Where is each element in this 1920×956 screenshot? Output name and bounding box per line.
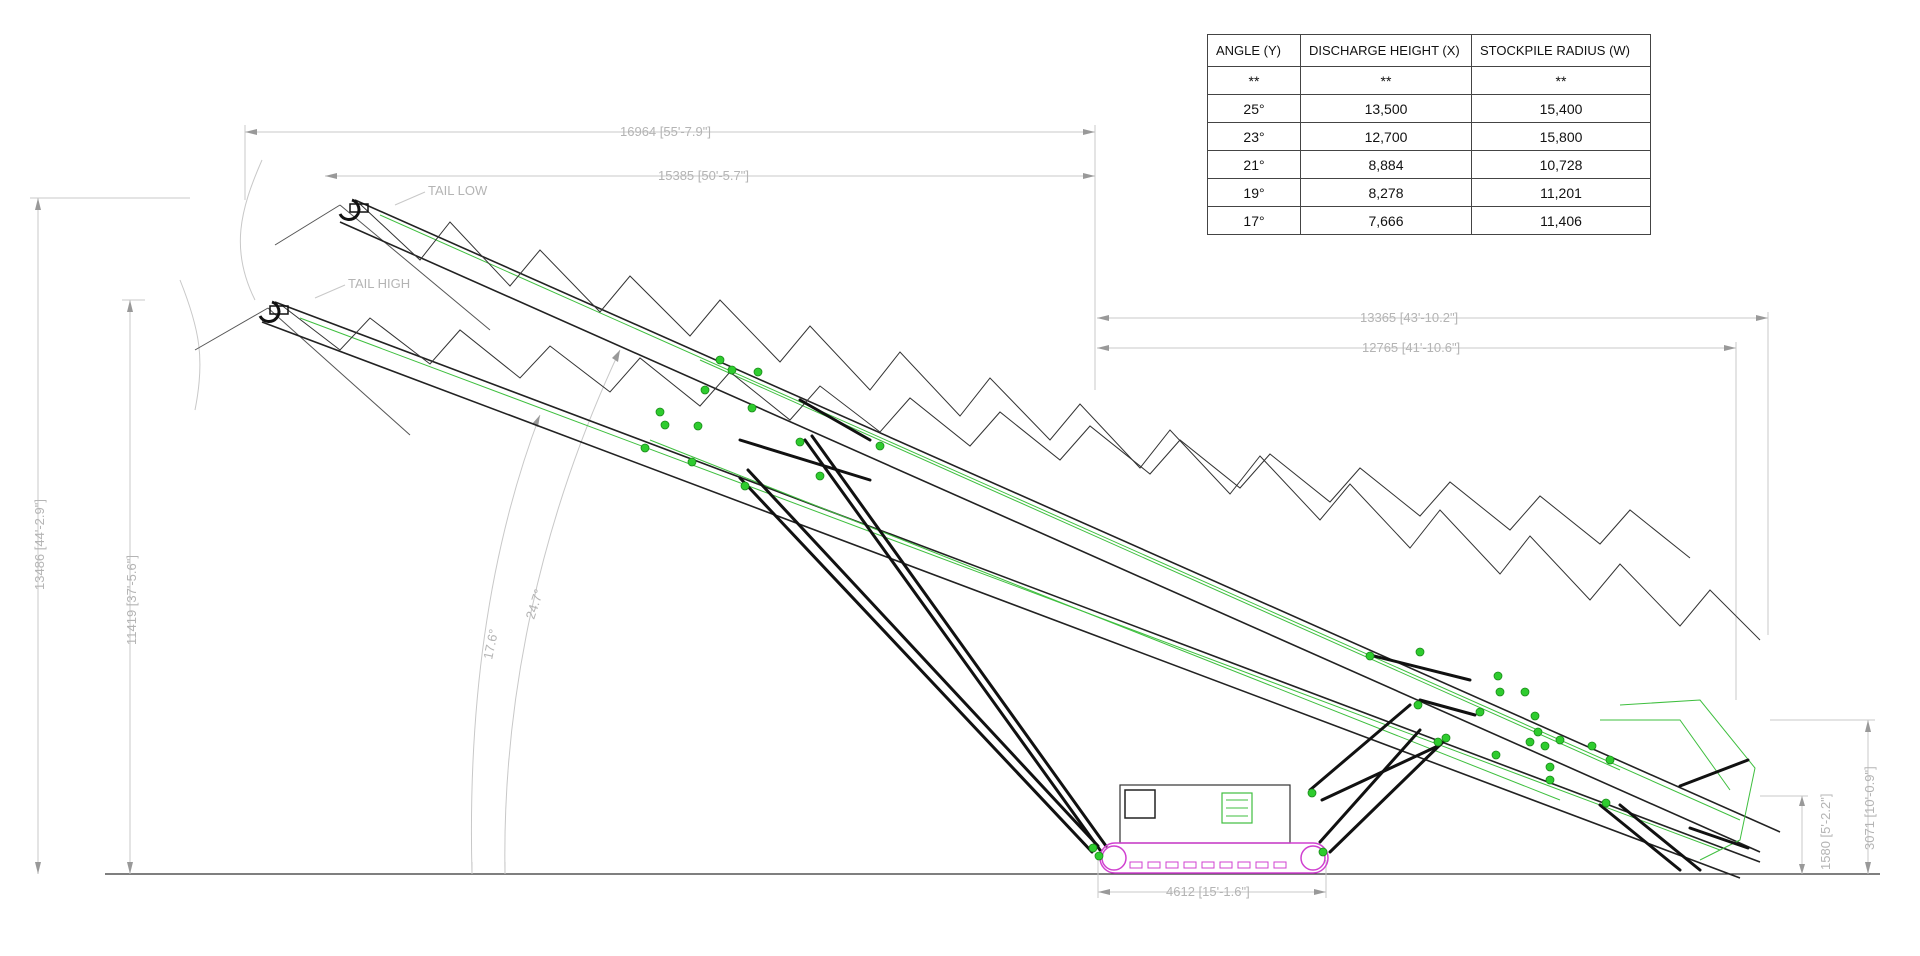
cell-discharge-height: 8,278 [1300, 178, 1472, 207]
cell-angle: 17° [1207, 206, 1301, 235]
table-header-row: ANGLE (Y) DISCHARGE HEIGHT (X) STOCKPILE… [1207, 34, 1651, 67]
dimension-tail-length: 15385 [50'-5.7"] [325, 168, 1095, 183]
cell-angle: 25° [1207, 94, 1301, 123]
overall-length-text: 16964 [55'-7.9"] [620, 124, 711, 139]
tail-length-text: 15385 [50'-5.7"] [658, 168, 749, 183]
cell-stockpile-radius: 15,400 [1471, 94, 1651, 123]
tail-sweep-arcs [179, 159, 491, 436]
cell-stockpile-radius: ** [1471, 66, 1651, 95]
cell-discharge-height: 7,666 [1300, 206, 1472, 235]
cell-stockpile-radius: 15,800 [1471, 122, 1651, 151]
height-left-outer-text: 13486 [44'-2.9"] [32, 499, 47, 590]
cell-discharge-height: 13,500 [1300, 94, 1472, 123]
tail-low-label: TAIL LOW [428, 183, 488, 198]
height-right-outer-text: 3071 [10'-0.9"] [1862, 766, 1877, 850]
dimension-height-left-outer: 13486 [44'-2.9"] [30, 197, 190, 874]
dimension-overall-length: 16964 [55'-7.9"] [244, 124, 1096, 390]
header-discharge-height: DISCHARGE HEIGHT (X) [1300, 34, 1472, 67]
table-row: ** ** ** [1207, 66, 1651, 95]
cell-discharge-height: 12,700 [1300, 122, 1472, 151]
cell-stockpile-radius: 10,728 [1471, 150, 1651, 179]
cell-angle: 23° [1207, 122, 1301, 151]
cell-stockpile-radius: 11,201 [1471, 178, 1651, 207]
cell-discharge-height: 8,884 [1300, 150, 1472, 179]
cell-angle: ** [1207, 66, 1301, 95]
dimension-height-right-outer: 3071 [10'-0.9"] [1770, 719, 1877, 874]
table-row: 23° 12,700 15,800 [1207, 122, 1651, 151]
cell-discharge-height: ** [1300, 66, 1472, 95]
angle-arc-low: 17.6° [470, 414, 541, 875]
upper-tail-pulley-icon [338, 198, 361, 222]
lower-tail-pulley-icon [258, 300, 281, 324]
cell-stockpile-radius: 11,406 [1471, 206, 1651, 235]
dimension-height-right-inner: 1580 [5'-2.2"] [1760, 794, 1833, 874]
cell-angle: 21° [1207, 150, 1301, 179]
power-unit [1119, 784, 1291, 844]
pin-joints [640, 355, 1615, 861]
table-row: 19° 8,278 11,201 [1207, 178, 1651, 207]
table-row: 21° 8,884 10,728 [1207, 150, 1651, 179]
dimension-track-length: 4612 [15'-1.6"] [1097, 860, 1327, 899]
tracked-chassis [1099, 784, 1329, 874]
tail-high-label: TAIL HIGH [348, 276, 410, 291]
height-right-inner-text: 1580 [5'-2.2"] [1818, 794, 1833, 870]
angle-high-text: 24.7° [523, 587, 547, 621]
head-section [1600, 699, 1756, 861]
table-row: 17° 7,666 11,406 [1207, 206, 1651, 235]
track-length-text: 4612 [15'-1.6"] [1166, 884, 1250, 899]
height-left-inner-text: 11419 [37'-5.6"] [124, 555, 139, 645]
header-stockpile-radius: STOCKPILE RADIUS (W) [1471, 34, 1651, 67]
front-support-legs [1308, 653, 1702, 872]
upper-boom [338, 198, 1781, 853]
reach-lower-text: 12765 [41'-10.6"] [1362, 340, 1460, 355]
cell-angle: 19° [1207, 178, 1301, 207]
angle-low-text: 17.6° [480, 628, 501, 661]
angle-arc-high: 24.7° [504, 349, 621, 875]
dimension-reach-upper: 13365 [43'-10.2"] [1097, 310, 1769, 635]
reach-upper-text: 13365 [43'-10.2"] [1360, 310, 1458, 325]
dimension-height-left-inner: 11419 [37'-5.6"] [122, 299, 145, 874]
rear-support-legs [738, 398, 1108, 854]
lower-boom [258, 300, 1761, 879]
dimension-reach-lower: 12765 [41'-10.6"] [1097, 340, 1737, 700]
header-angle: ANGLE (Y) [1207, 34, 1301, 67]
table-row: 25° 13,500 15,400 [1207, 94, 1651, 123]
angle-spec-table: ANGLE (Y) DISCHARGE HEIGHT (X) STOCKPILE… [1207, 34, 1651, 235]
